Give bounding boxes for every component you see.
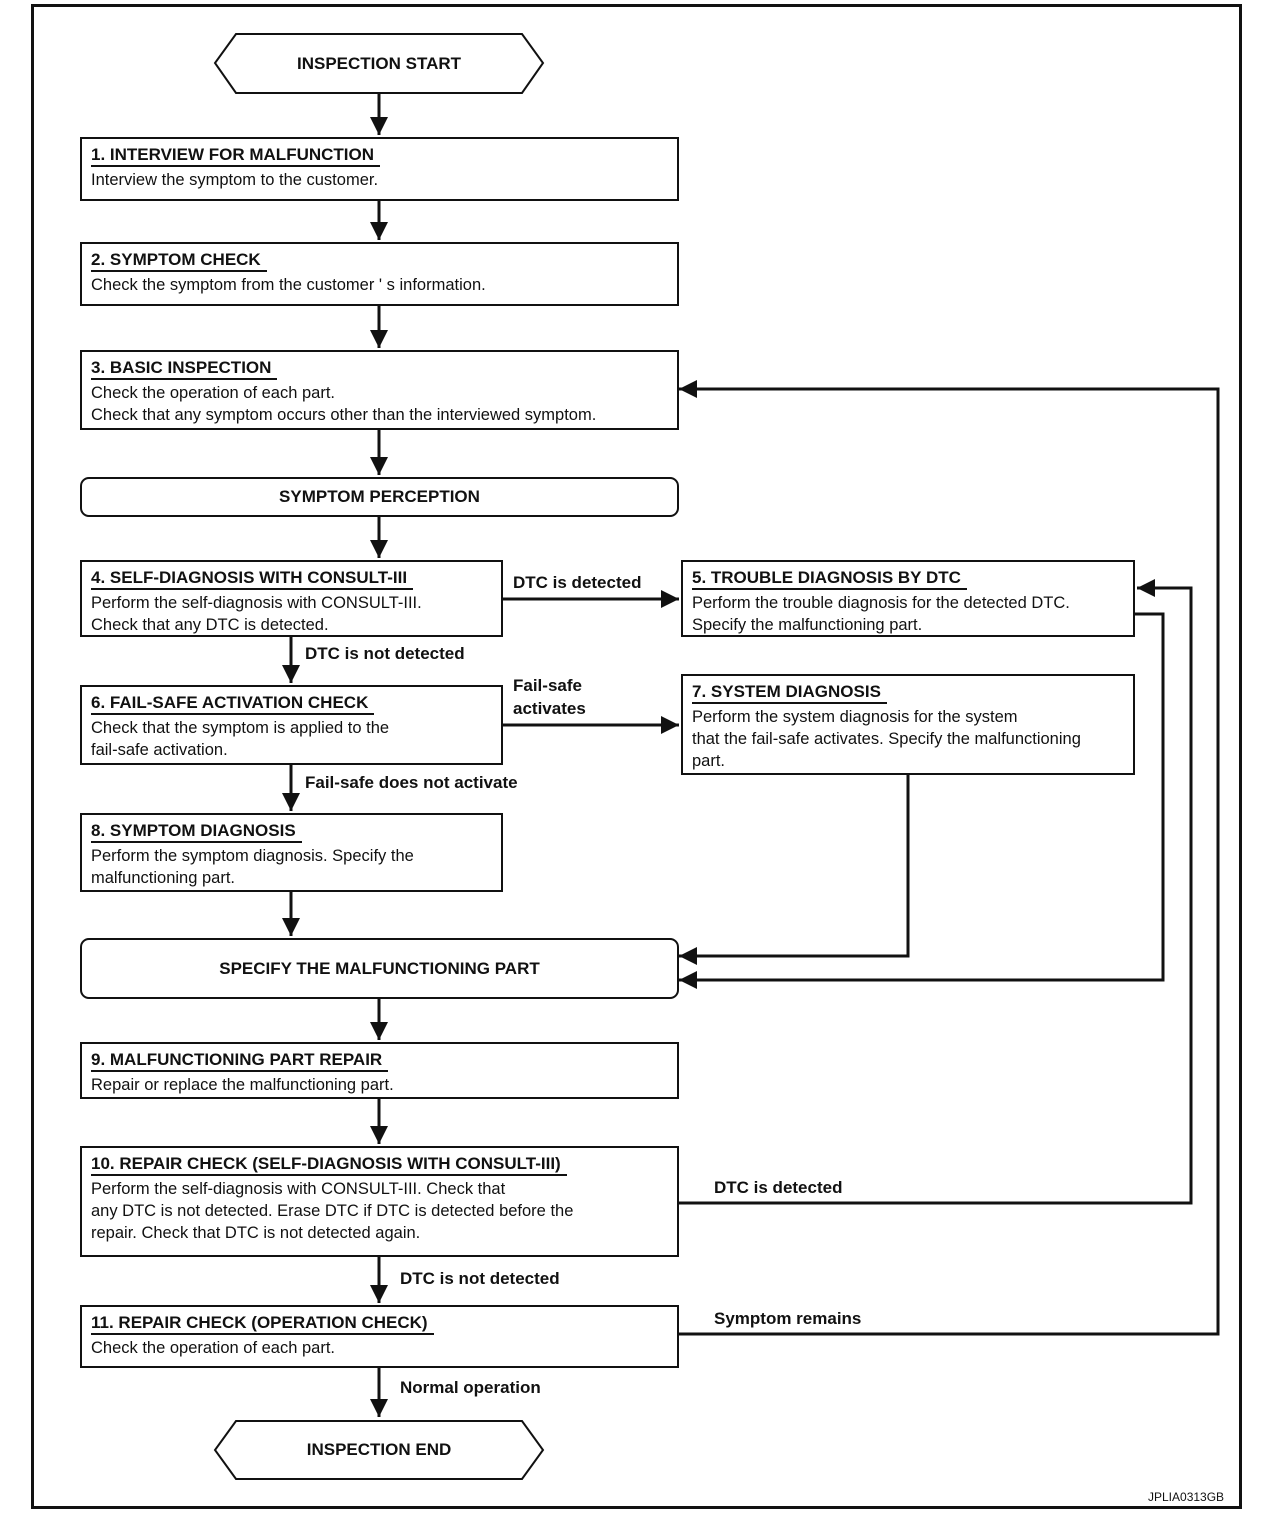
arrow-7-to-specify: [679, 775, 910, 965]
arrow-5-to-specify: [679, 612, 1165, 989]
inspection-start-terminal: INSPECTION START: [213, 33, 545, 94]
symptom-perception-label: SYMPTOM PERCEPTION: [279, 487, 480, 506]
step-5-box: 5. TROUBLE DIAGNOSIS BY DTC Perform the …: [681, 560, 1135, 637]
label-symptom-remains: Symptom remains: [714, 1309, 862, 1328]
figure-frame: [31, 4, 1242, 1509]
label-failsafe-activates-2: activates: [513, 699, 586, 718]
step-9-line-1: Repair or replace the malfunctioning par…: [91, 1076, 394, 1094]
specify-part-phase: SPECIFY THE MALFUNCTIONING PART: [80, 938, 679, 999]
step-6-line-2: fail-safe activation.: [91, 741, 228, 759]
step-4-title: 4. SELF-DIAGNOSIS WITH CONSULT-III: [91, 568, 414, 590]
inspection-end-label: INSPECTION END: [306, 1440, 452, 1459]
step-10-title: 10. REPAIR CHECK (SELF-DIAGNOSIS WITH CO…: [91, 1154, 567, 1176]
step-5-title: 5. TROUBLE DIAGNOSIS BY DTC: [692, 568, 967, 590]
step-10-line-3: repair. Check that DTC is not detected a…: [91, 1224, 421, 1242]
label-failsafe-activates-1: Fail-safe: [513, 676, 582, 695]
inspection-end-terminal: INSPECTION END: [213, 1420, 545, 1480]
step-10-line-1: Perform the self-diagnosis with CONSULT-…: [91, 1180, 506, 1198]
step-3-line-2: Check that any symptom occurs other than…: [91, 406, 597, 424]
label-dtc-detected-4: DTC is detected: [513, 573, 642, 592]
step-4-line-1: Perform the self-diagnosis with CONSULT-…: [91, 594, 422, 612]
step-9-title: 9. MALFUNCTIONING PART REPAIR: [91, 1050, 389, 1072]
step-4-box: 4. SELF-DIAGNOSIS WITH CONSULT-III Perfo…: [80, 560, 503, 637]
step-6-box: 6. FAIL-SAFE ACTIVATION CHECK Check that…: [80, 685, 503, 765]
step-10-line-2: any DTC is not detected. Erase DTC if DT…: [91, 1202, 574, 1220]
step-10-box: 10. REPAIR CHECK (SELF-DIAGNOSIS WITH CO…: [80, 1146, 679, 1257]
step-4-line-2: Check that any DTC is detected.: [91, 616, 329, 634]
hexagon-shape: [213, 33, 545, 94]
step-11-line-1: Check the operation of each part.: [91, 1339, 335, 1357]
step-7-line-1: Perform the system diagnosis for the sys…: [692, 708, 1018, 726]
label-dtc-not-detected-10: DTC is not detected: [400, 1269, 560, 1288]
step-8-title: 8. SYMPTOM DIAGNOSIS: [91, 821, 302, 843]
step-11-box: 11. REPAIR CHECK (OPERATION CHECK) Check…: [80, 1305, 679, 1368]
step-7-line-3: part.: [692, 752, 726, 770]
specify-part-label: SPECIFY THE MALFUNCTIONING PART: [219, 958, 540, 978]
step-1-box: 1. INTERVIEW FOR MALFUNCTION Interview t…: [80, 137, 679, 201]
step-7-box: 7. SYSTEM DIAGNOSIS Perform the system d…: [681, 674, 1135, 775]
step-7-title: 7. SYSTEM DIAGNOSIS: [692, 682, 887, 704]
step-6-line-1: Check that the symptom is applied to the: [91, 719, 390, 737]
step-9-box: 9. MALFUNCTIONING PART REPAIR Repair or …: [80, 1042, 679, 1099]
figure-code: JPLIA0313GB: [1148, 1490, 1225, 1504]
step-8-line-2: malfunctioning part.: [91, 869, 235, 887]
step-2-title: 2. SYMPTOM CHECK: [91, 250, 267, 272]
step-1-title: 1. INTERVIEW FOR MALFUNCTION: [91, 145, 381, 167]
arrow-11-to-3: [679, 380, 1220, 1336]
label-dtc-not-detected-4: DTC is not detected: [305, 644, 465, 663]
step-2-line-1: Check the symptom from the customer ' s …: [91, 276, 486, 294]
step-5-line-1: Perform the trouble diagnosis for the de…: [692, 594, 1070, 612]
step-11-title: 11. REPAIR CHECK (OPERATION CHECK): [91, 1313, 434, 1335]
step-5-line-2: Specify the malfunctioning part.: [692, 616, 923, 634]
label-failsafe-not-activate: Fail-safe does not activate: [305, 773, 518, 792]
step-7-line-2: that the fail-safe activates. Specify th…: [692, 730, 1081, 748]
arrow-10-to-5: [679, 579, 1193, 1205]
step-8-line-1: Perform the symptom diagnosis. Specify t…: [91, 847, 414, 865]
hexagon-shape: [213, 1420, 545, 1480]
step-2-box: 2. SYMPTOM CHECK Check the symptom from …: [80, 242, 679, 306]
step-3-title: 3. BASIC INSPECTION: [91, 358, 278, 380]
label-dtc-detected-10: DTC is detected: [714, 1178, 843, 1197]
step-1-line-1: Interview the symptom to the customer.: [91, 171, 379, 189]
label-normal-operation: Normal operation: [400, 1378, 541, 1397]
symptom-perception-phase: SYMPTOM PERCEPTION: [80, 477, 679, 517]
inspection-start-label: INSPECTION START: [296, 53, 462, 73]
step-3-line-1: Check the operation of each part.: [91, 384, 335, 402]
step-8-box: 8. SYMPTOM DIAGNOSIS Perform the symptom…: [80, 813, 503, 892]
step-3-box: 3. BASIC INSPECTION Check the operation …: [80, 350, 679, 430]
step-6-title: 6. FAIL-SAFE ACTIVATION CHECK: [91, 693, 375, 715]
